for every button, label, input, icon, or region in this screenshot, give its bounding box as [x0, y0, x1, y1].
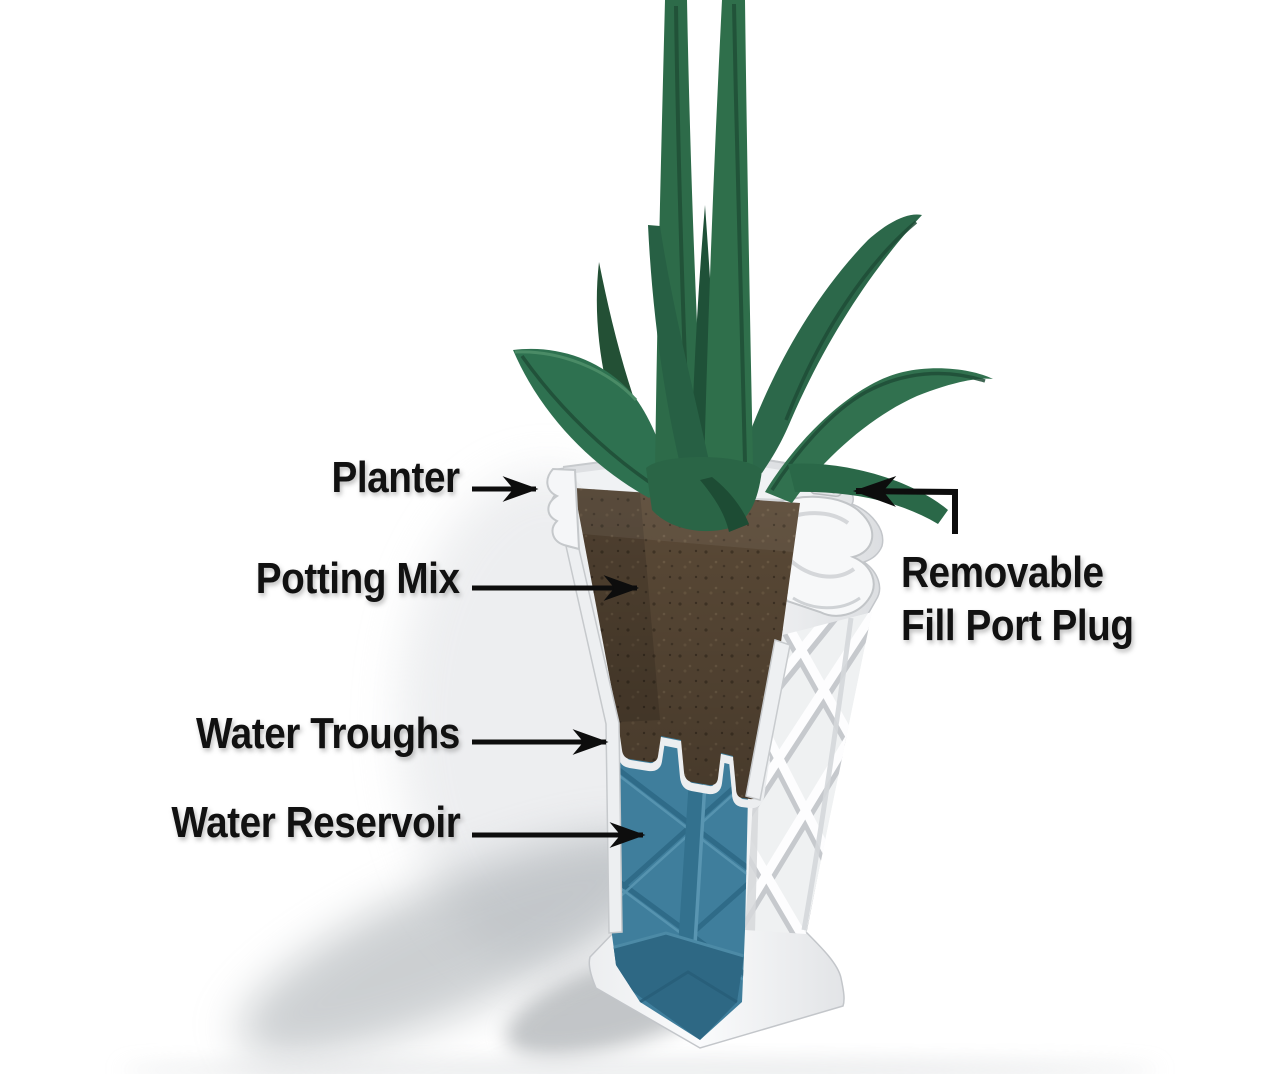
water-reservoir: [611, 716, 760, 1040]
label-fill-port-line2: Fill Port Plug: [901, 601, 1134, 650]
label-fill-port-plug: Removable Fill Port Plug: [901, 546, 1134, 652]
rim-cut-profile: [546, 467, 581, 551]
label-potting-mix: Potting Mix: [256, 557, 460, 601]
label-potting-mix-text: Potting Mix: [256, 554, 460, 603]
label-water-reservoir: Water Reservoir: [171, 801, 460, 845]
label-water-troughs: Water Troughs: [196, 712, 460, 756]
arrow-fill-port: [852, 475, 958, 534]
wall-cut-edge: [745, 639, 791, 801]
callout-arrows: [472, 475, 958, 848]
trough-lining: [614, 721, 770, 809]
potting-mix: [574, 488, 800, 800]
label-water-reservoir-text: Water Reservoir: [171, 798, 460, 847]
label-planter: Planter: [331, 453, 461, 502]
plant: [513, 0, 993, 532]
label-water-troughs-text: Water Troughs: [196, 709, 460, 758]
label-planter-text: Planter: [331, 453, 461, 502]
label-fill-port-line1: Removable: [901, 548, 1104, 597]
